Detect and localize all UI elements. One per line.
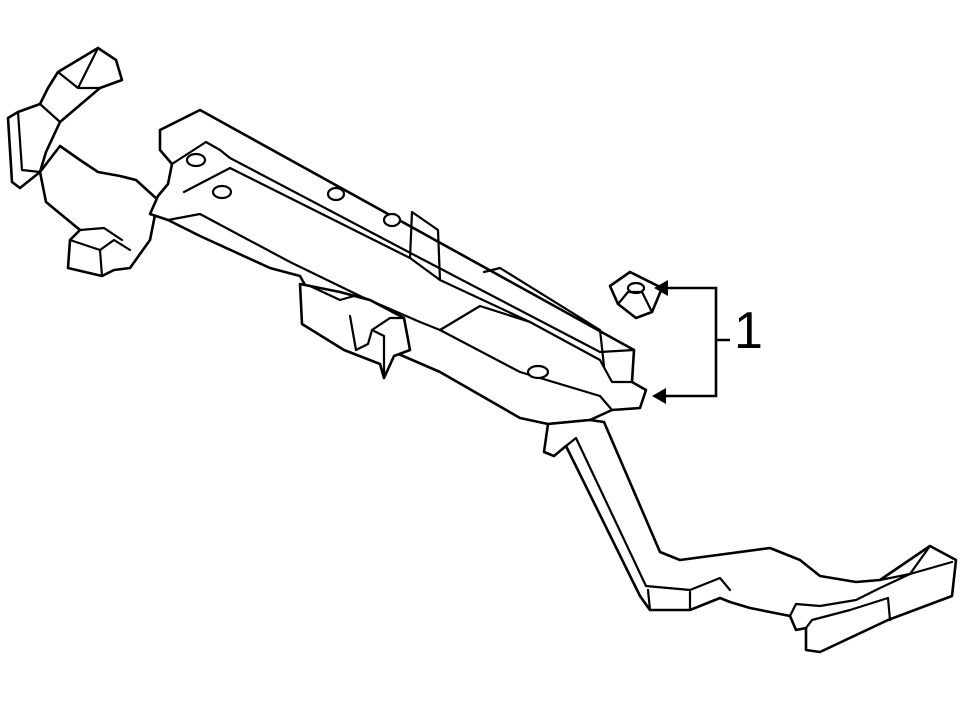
upper-crossmember [148, 108, 648, 426]
center-hanger-bracket [298, 282, 412, 380]
mounting-hole [326, 186, 346, 202]
mounting-hole [185, 152, 207, 168]
arrow-head [654, 280, 668, 296]
callout-leader [652, 280, 730, 404]
arrow-head [652, 388, 666, 404]
mounting-hole [211, 184, 233, 200]
lower-support-arm [542, 418, 958, 654]
mounting-hole [526, 364, 550, 380]
left-lower-bracket [38, 144, 160, 278]
mounting-hole [382, 212, 402, 228]
nut-part [608, 270, 664, 320]
left-upper-bracket [6, 46, 124, 190]
callout-label-1: 1 [734, 302, 763, 360]
